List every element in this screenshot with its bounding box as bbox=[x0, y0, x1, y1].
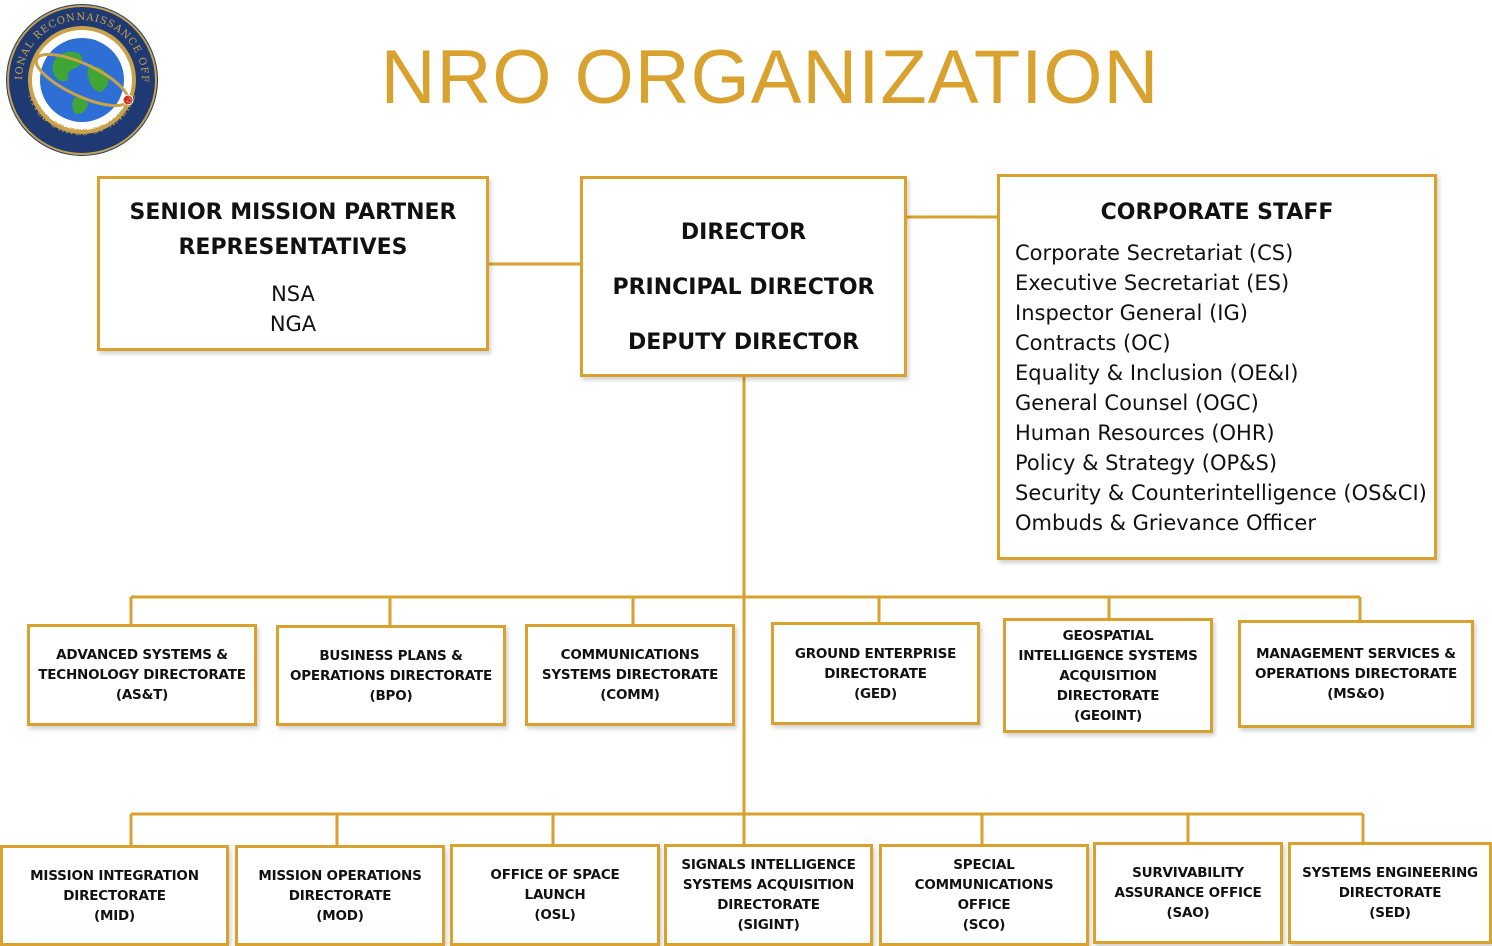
corporate-office: Ombuds & Grievance Officer bbox=[1015, 511, 1316, 535]
directorate-label-line: (OSL) bbox=[534, 907, 576, 923]
directorate-label-line: (SIGINT) bbox=[737, 917, 800, 933]
senior-mission-partner-title-line2: REPRESENTATIVES bbox=[178, 235, 408, 260]
directorate-mid-box: MISSION INTEGRATION DIRECTORATE (MID) bbox=[0, 845, 229, 946]
directorate-label-line: OPERATIONS DIRECTORATE bbox=[1254, 666, 1458, 682]
directorate-label-line: ACQUISITION bbox=[1059, 667, 1157, 684]
directorate-comm-box: COMMUNICATIONS SYSTEMS DIRECTORATE (COMM) bbox=[525, 624, 735, 726]
directorate-label-line: (MS&O) bbox=[1327, 686, 1385, 702]
directorate-label-line: SYSTEMS DIRECTORATE bbox=[541, 667, 719, 683]
directorate-ged-box: GROUND ENTERPRISE DIRECTORATE (GED) bbox=[771, 622, 980, 725]
directorate-label-line: BUSINESS PLANS & bbox=[319, 647, 463, 664]
directorate-label-line: ADVANCED SYSTEMS & bbox=[56, 647, 228, 663]
role-principal-director: PRINCIPAL DIRECTOR bbox=[612, 275, 875, 300]
directorate-label-line: SPECIAL bbox=[953, 857, 1015, 873]
directorate-label-line: DIRECTORATE bbox=[824, 665, 927, 682]
corporate-staff-box: CORPORATE STAFF Corporate Secretariat (C… bbox=[997, 174, 1437, 560]
corporate-office: Security & Counterintelligence (OS&CI) bbox=[1015, 481, 1427, 505]
directorate-label-line: COMMUNICATIONS bbox=[560, 647, 700, 663]
directorate-label-line: ASSURANCE OFFICE bbox=[1114, 885, 1262, 901]
corporate-staff-title: CORPORATE STAFF bbox=[1100, 200, 1334, 225]
directorate-label-line: OFFICE bbox=[957, 897, 1011, 913]
directorate-label-line: COMMUNICATIONS bbox=[914, 877, 1054, 893]
corporate-office: Executive Secretariat (ES) bbox=[1015, 271, 1290, 295]
directorate-label-line: (BPO) bbox=[369, 687, 413, 704]
office-sco-box: SPECIAL COMMUNICATIONS OFFICE (SCO) bbox=[879, 844, 1089, 946]
leadership-box: DIRECTOR PRINCIPAL DIRECTOR DEPUTY DIREC… bbox=[580, 176, 907, 377]
directorate-label-line: (SCO) bbox=[962, 917, 1006, 933]
directorate-label-line: MISSION INTEGRATION bbox=[30, 867, 199, 884]
directorate-sigint-box: SIGNALS INTELLIGENCE SYSTEMS ACQUISITION D… bbox=[664, 844, 873, 946]
partner-member-nsa: NSA bbox=[271, 282, 315, 306]
directorate-label-line: (SED) bbox=[1369, 905, 1411, 921]
directorate-label-line: (MOD) bbox=[316, 907, 364, 924]
directorate-label-line: DIRECTORATE bbox=[63, 887, 166, 904]
directorate-label-line: LAUNCH bbox=[524, 887, 586, 903]
corporate-office: Human Resources (OHR) bbox=[1015, 421, 1275, 445]
directorate-label-line: (GED) bbox=[854, 685, 897, 702]
corporate-office: General Counsel (OGC) bbox=[1015, 391, 1259, 415]
page-title: NRO ORGANIZATION bbox=[380, 35, 1160, 120]
corporate-office: Policy & Strategy (OP&S) bbox=[1015, 451, 1278, 475]
directorate-label-line: (AS&T) bbox=[115, 687, 169, 703]
directorate-sed-box: SYSTEMS ENGINEERING DIRECTORATE (SED) bbox=[1288, 842, 1492, 944]
directorate-label-line: GROUND ENTERPRISE bbox=[794, 645, 957, 662]
directorate-mod-box: MISSION OPERATIONS DIRECTORATE (MOD) bbox=[235, 845, 445, 946]
corporate-office: Corporate Secretariat (CS) bbox=[1015, 241, 1294, 265]
directorate-label-line: MISSION OPERATIONS bbox=[258, 867, 422, 884]
directorate-label-line: SYSTEMS ACQUISITION bbox=[682, 877, 855, 893]
partner-member-nga: NGA bbox=[269, 312, 317, 336]
directorate-label-line: MANAGEMENT SERVICES & bbox=[1256, 646, 1456, 662]
directorate-label-line: TECHNOLOGY DIRECTORATE bbox=[38, 667, 246, 683]
office-sao-box: SURVIVABILITY ASSURANCE OFFICE (SAO) bbox=[1093, 842, 1283, 944]
directorate-geoint-box: GEOSPATIAL INTELLIGENCE SYSTEMS ACQUISITIO… bbox=[1003, 618, 1213, 733]
senior-mission-partner-title-line1: SENIOR MISSION PARTNER bbox=[129, 200, 457, 225]
nro-seal-logo: NATIONAL RECONNAISSANCE OFFICE UNITED ST… bbox=[4, 2, 158, 156]
directorate-label-line: SYSTEMS ENGINEERING bbox=[1302, 865, 1478, 881]
directorate-label-line: (COMM) bbox=[600, 687, 660, 703]
corporate-office: Contracts (OC) bbox=[1015, 331, 1171, 355]
directorate-ast-box: ADVANCED SYSTEMS & TECHNOLOGY DIRECTORATE… bbox=[27, 624, 257, 726]
role-deputy-director: DEPUTY DIRECTOR bbox=[627, 330, 860, 355]
directorate-label-line: (MID) bbox=[93, 907, 135, 924]
directorate-label-line: INTELLIGENCE SYSTEMS bbox=[1018, 647, 1198, 664]
corporate-office: Inspector General (IG) bbox=[1015, 301, 1248, 325]
directorate-label-line: OPERATIONS DIRECTORATE bbox=[289, 667, 493, 684]
role-director: DIRECTOR bbox=[680, 220, 807, 245]
directorate-mso-box: MANAGEMENT SERVICES & OPERATIONS DIRECTOR… bbox=[1238, 620, 1474, 728]
corporate-office: Equality & Inclusion (OE&I) bbox=[1015, 361, 1299, 385]
directorate-label-line: DIRECTORATE bbox=[288, 887, 392, 904]
directorate-label-line: (SAO) bbox=[1166, 905, 1210, 921]
directorate-label-line: SIGNALS INTELLIGENCE bbox=[681, 857, 856, 873]
senior-mission-partner-box: SENIOR MISSION PARTNER REPRESENTATIVES N… bbox=[97, 176, 489, 351]
directorate-label-line: OFFICE OF SPACE bbox=[490, 867, 620, 883]
directorate-bpo-box: BUSINESS PLANS & OPERATIONS DIRECTORATE (B… bbox=[276, 625, 506, 726]
directorate-label-line: DIRECTORATE bbox=[717, 897, 820, 913]
directorate-label-line: DIRECTORATE bbox=[1338, 885, 1442, 901]
office-osl-box: OFFICE OF SPACE LAUNCH (OSL) bbox=[450, 844, 660, 946]
directorate-label-line: (GEOINT) bbox=[1073, 707, 1143, 724]
directorate-label-line: GEOSPATIAL bbox=[1062, 627, 1154, 644]
directorate-label-line: SURVIVABILITY bbox=[1132, 865, 1244, 881]
directorate-label-line: DIRECTORATE bbox=[1056, 687, 1160, 704]
